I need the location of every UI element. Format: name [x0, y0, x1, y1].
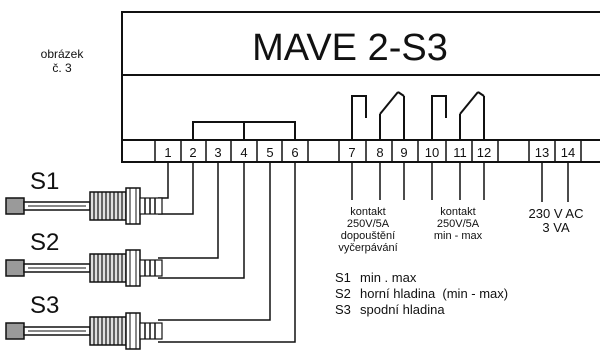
- power-label-line2: 3 VA: [542, 220, 570, 235]
- relay2-label-line1: kontakt: [440, 206, 475, 218]
- terminal-strip-body: [121, 139, 600, 163]
- terminal-number-2: 2: [189, 145, 196, 160]
- terminal-number-6: 6: [291, 145, 298, 160]
- terminal-number-8: 8: [376, 145, 383, 160]
- relay1-label-line4: vyčerpávání: [338, 242, 397, 254]
- relay1-label-line2: 250V/5A: [347, 218, 390, 230]
- sensor-label-s3: S3: [30, 292, 59, 319]
- terminal-number-14: 14: [561, 145, 575, 160]
- terminal-number-3: 3: [214, 145, 221, 160]
- terminal-number-5: 5: [266, 145, 273, 160]
- terminal-number-11: 11: [453, 145, 467, 160]
- sensor-wires: [158, 162, 296, 343]
- figure-caption-line2: č. 3: [52, 61, 72, 75]
- sensor-label-s2: S2: [30, 229, 59, 256]
- relay1-label-line3: dopouštění: [341, 230, 395, 242]
- terminal-number-10: 10: [425, 145, 439, 160]
- legend-key-s1: S1: [335, 270, 351, 285]
- relay2-contact-symbol: [431, 91, 485, 140]
- legend-key-s3: S3: [335, 302, 351, 317]
- legend-desc-s2: horní hladina (min - max): [360, 286, 508, 301]
- sensor-label-s1: S1: [30, 168, 59, 195]
- device-title: MAVE 2-S3: [252, 27, 448, 69]
- device-housing: [121, 11, 600, 163]
- terminal-number-7: 7: [348, 145, 355, 160]
- internal-bridge: [192, 121, 296, 140]
- terminal-number-1: 1: [164, 145, 171, 160]
- legend-desc-s3: spodní hladina: [360, 302, 445, 317]
- figure-caption-line1: obrázek: [41, 47, 85, 61]
- terminal-number-4: 4: [240, 145, 247, 160]
- output-leads: [351, 162, 569, 202]
- relay1-contact-symbol: [351, 91, 405, 140]
- terminal-number-9: 9: [400, 145, 407, 160]
- legend-key-s2: S2: [335, 286, 351, 301]
- legend-desc-s1: min . max: [360, 270, 417, 285]
- terminal-number-13: 13: [535, 145, 549, 160]
- relay1-label-line1: kontakt: [350, 206, 385, 218]
- relay2-label-line2: 250V/5A: [437, 218, 480, 230]
- legend: S1 min . max S2 horní hladina (min - max…: [335, 270, 508, 317]
- power-label-line1: 230 V AC: [529, 206, 584, 221]
- terminal-number-12: 12: [477, 145, 491, 160]
- relay2-label-line3: min - max: [434, 230, 483, 242]
